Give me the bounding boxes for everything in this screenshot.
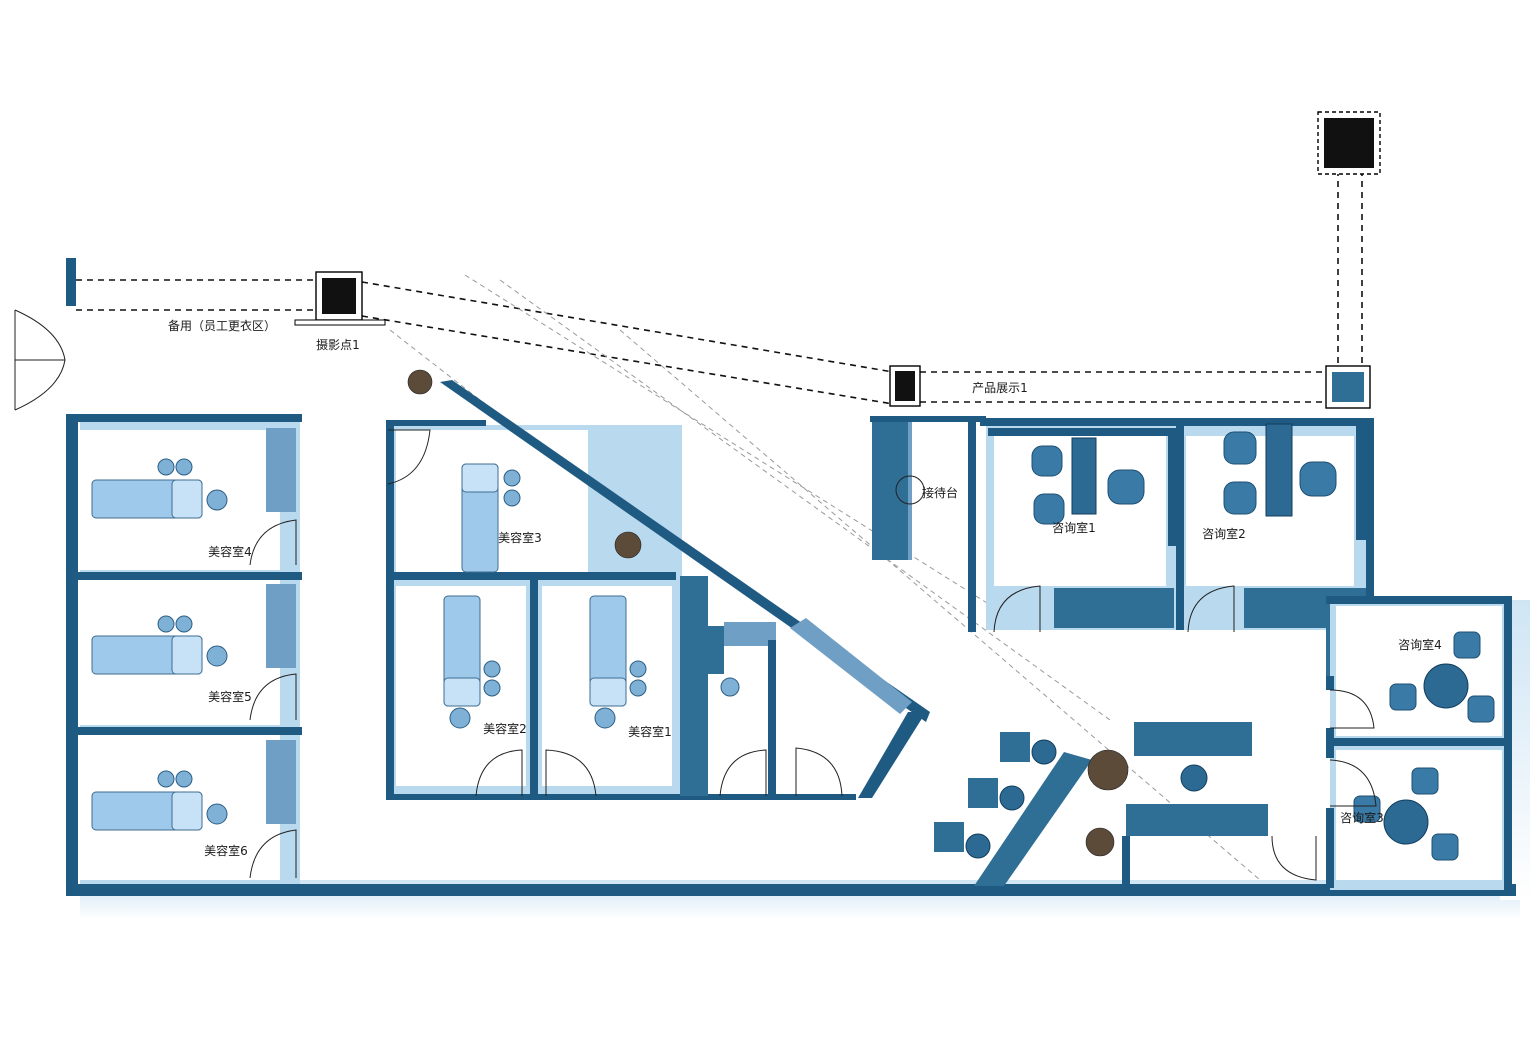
center-doors bbox=[387, 429, 843, 797]
bed-room5 bbox=[91, 584, 296, 675]
bed-room3 bbox=[461, 463, 521, 573]
label-display1: 产品展示1 bbox=[972, 381, 1028, 395]
camera-sight-lines bbox=[76, 170, 1363, 405]
label-camera1: 摄影点1 bbox=[316, 337, 360, 352]
display-camera-b bbox=[1325, 365, 1371, 409]
label-consult3: 咨询室3 bbox=[1340, 810, 1384, 825]
entrance-post bbox=[66, 258, 76, 306]
label-beauty3: 美容室3 bbox=[498, 530, 542, 545]
bed-room6 bbox=[91, 740, 296, 831]
label-beauty6: 美容室6 bbox=[204, 843, 248, 858]
label-consult2: 咨询室2 bbox=[1202, 526, 1246, 541]
label-beauty5: 美容室5 bbox=[208, 689, 252, 704]
camera-top-right bbox=[1317, 111, 1381, 175]
bed-room2 bbox=[443, 595, 501, 729]
bed-room4 bbox=[91, 428, 296, 519]
entrance-door bbox=[14, 258, 76, 411]
consult1-furniture bbox=[993, 437, 1145, 633]
label-beauty2: 美容室2 bbox=[483, 721, 527, 736]
label-consult1: 咨询室1 bbox=[1052, 520, 1096, 535]
consult2-furniture bbox=[1187, 423, 1337, 633]
label-spare: 备用（员工更衣区） bbox=[168, 318, 276, 333]
door-room4 bbox=[249, 519, 297, 566]
bed-room1 bbox=[589, 595, 740, 729]
label-consult4: 咨询室4 bbox=[1398, 637, 1442, 652]
plant-icon bbox=[407, 369, 642, 559]
door-room5 bbox=[249, 673, 297, 721]
camera-point-1 bbox=[294, 271, 386, 326]
plant-icon bbox=[1085, 749, 1129, 857]
labels: 备用（员工更衣区） 摄影点1 产品展示1 接待台 美容室4 美容室5 美容室6 … bbox=[168, 318, 1442, 858]
reception-area bbox=[870, 416, 986, 632]
label-beauty1: 美容室1 bbox=[628, 724, 672, 739]
door-room6 bbox=[249, 829, 297, 879]
diagonal-wall bbox=[440, 380, 930, 798]
consult3-furniture bbox=[1329, 759, 1459, 861]
consult4-furniture bbox=[1329, 631, 1495, 729]
display-camera-a bbox=[889, 365, 921, 407]
label-reception: 接待台 bbox=[922, 485, 958, 500]
label-beauty4: 美容室4 bbox=[208, 544, 252, 559]
lounge-area bbox=[934, 722, 1317, 888]
